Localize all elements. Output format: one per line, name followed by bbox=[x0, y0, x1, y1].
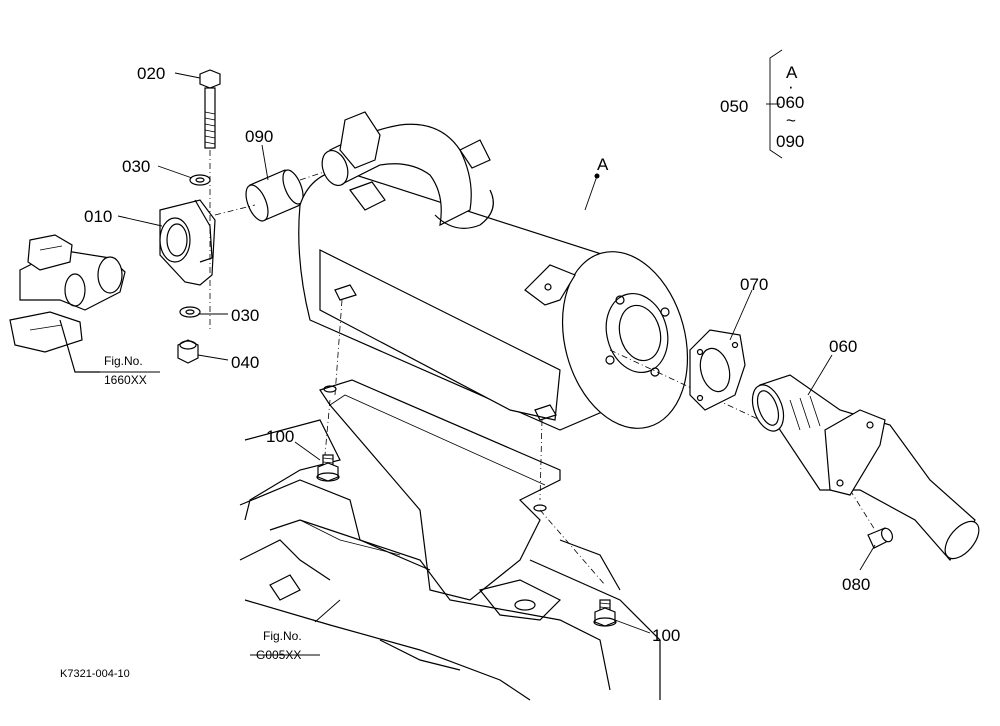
gasket-070 bbox=[689, 329, 746, 411]
set-group-number: 050 bbox=[720, 97, 748, 116]
label-090: 090 bbox=[245, 127, 273, 146]
fig-ref-1660xx-title: Fig.No. bbox=[104, 354, 143, 368]
label-a: A bbox=[597, 155, 609, 174]
label-020: 020 bbox=[137, 64, 165, 83]
label-040: 040 bbox=[231, 353, 259, 372]
tail-pipe-060 bbox=[751, 374, 980, 562]
label-010: 010 bbox=[84, 207, 112, 226]
label-080: 080 bbox=[842, 575, 870, 594]
label-030-top: 030 bbox=[122, 157, 150, 176]
bolt-080 bbox=[867, 527, 894, 549]
drawing-code: K7321-004-10 bbox=[60, 668, 130, 680]
set-group-dot: · bbox=[788, 77, 794, 96]
fig-ref-g005xx-number: G005XX bbox=[256, 648, 301, 662]
bolt-100-left bbox=[316, 454, 340, 482]
leader-lines bbox=[98, 72, 876, 656]
set-group-item-a: A bbox=[786, 63, 798, 82]
set-group-item-start: 060 bbox=[776, 93, 804, 112]
engine-frame-outline bbox=[239, 379, 661, 701]
label-100-left: 100 bbox=[266, 427, 294, 446]
set-group-tilde: ~ bbox=[786, 111, 796, 130]
clamp-010 bbox=[159, 199, 216, 286]
nut-040 bbox=[177, 339, 199, 364]
bolt-100-right bbox=[593, 599, 617, 627]
fig-ref-g005xx-title: Fig.No. bbox=[263, 629, 302, 643]
label-100-right: 100 bbox=[652, 626, 680, 645]
left-pipe-assembly bbox=[9, 234, 126, 373]
fig-ref-1660xx-number: 1660XX bbox=[104, 373, 147, 387]
washer-030-bottom bbox=[179, 306, 201, 318]
muffler-a-marker-dot bbox=[594, 173, 600, 179]
label-070: 070 bbox=[740, 275, 768, 294]
washer-030-top bbox=[189, 174, 211, 186]
label-060: 060 bbox=[829, 337, 857, 356]
bolt-020 bbox=[199, 69, 221, 330]
set-group-bracket bbox=[769, 49, 783, 159]
muffler-a bbox=[298, 111, 689, 431]
label-030-bottom: 030 bbox=[231, 306, 259, 325]
set-group-item-end: 090 bbox=[776, 132, 804, 151]
